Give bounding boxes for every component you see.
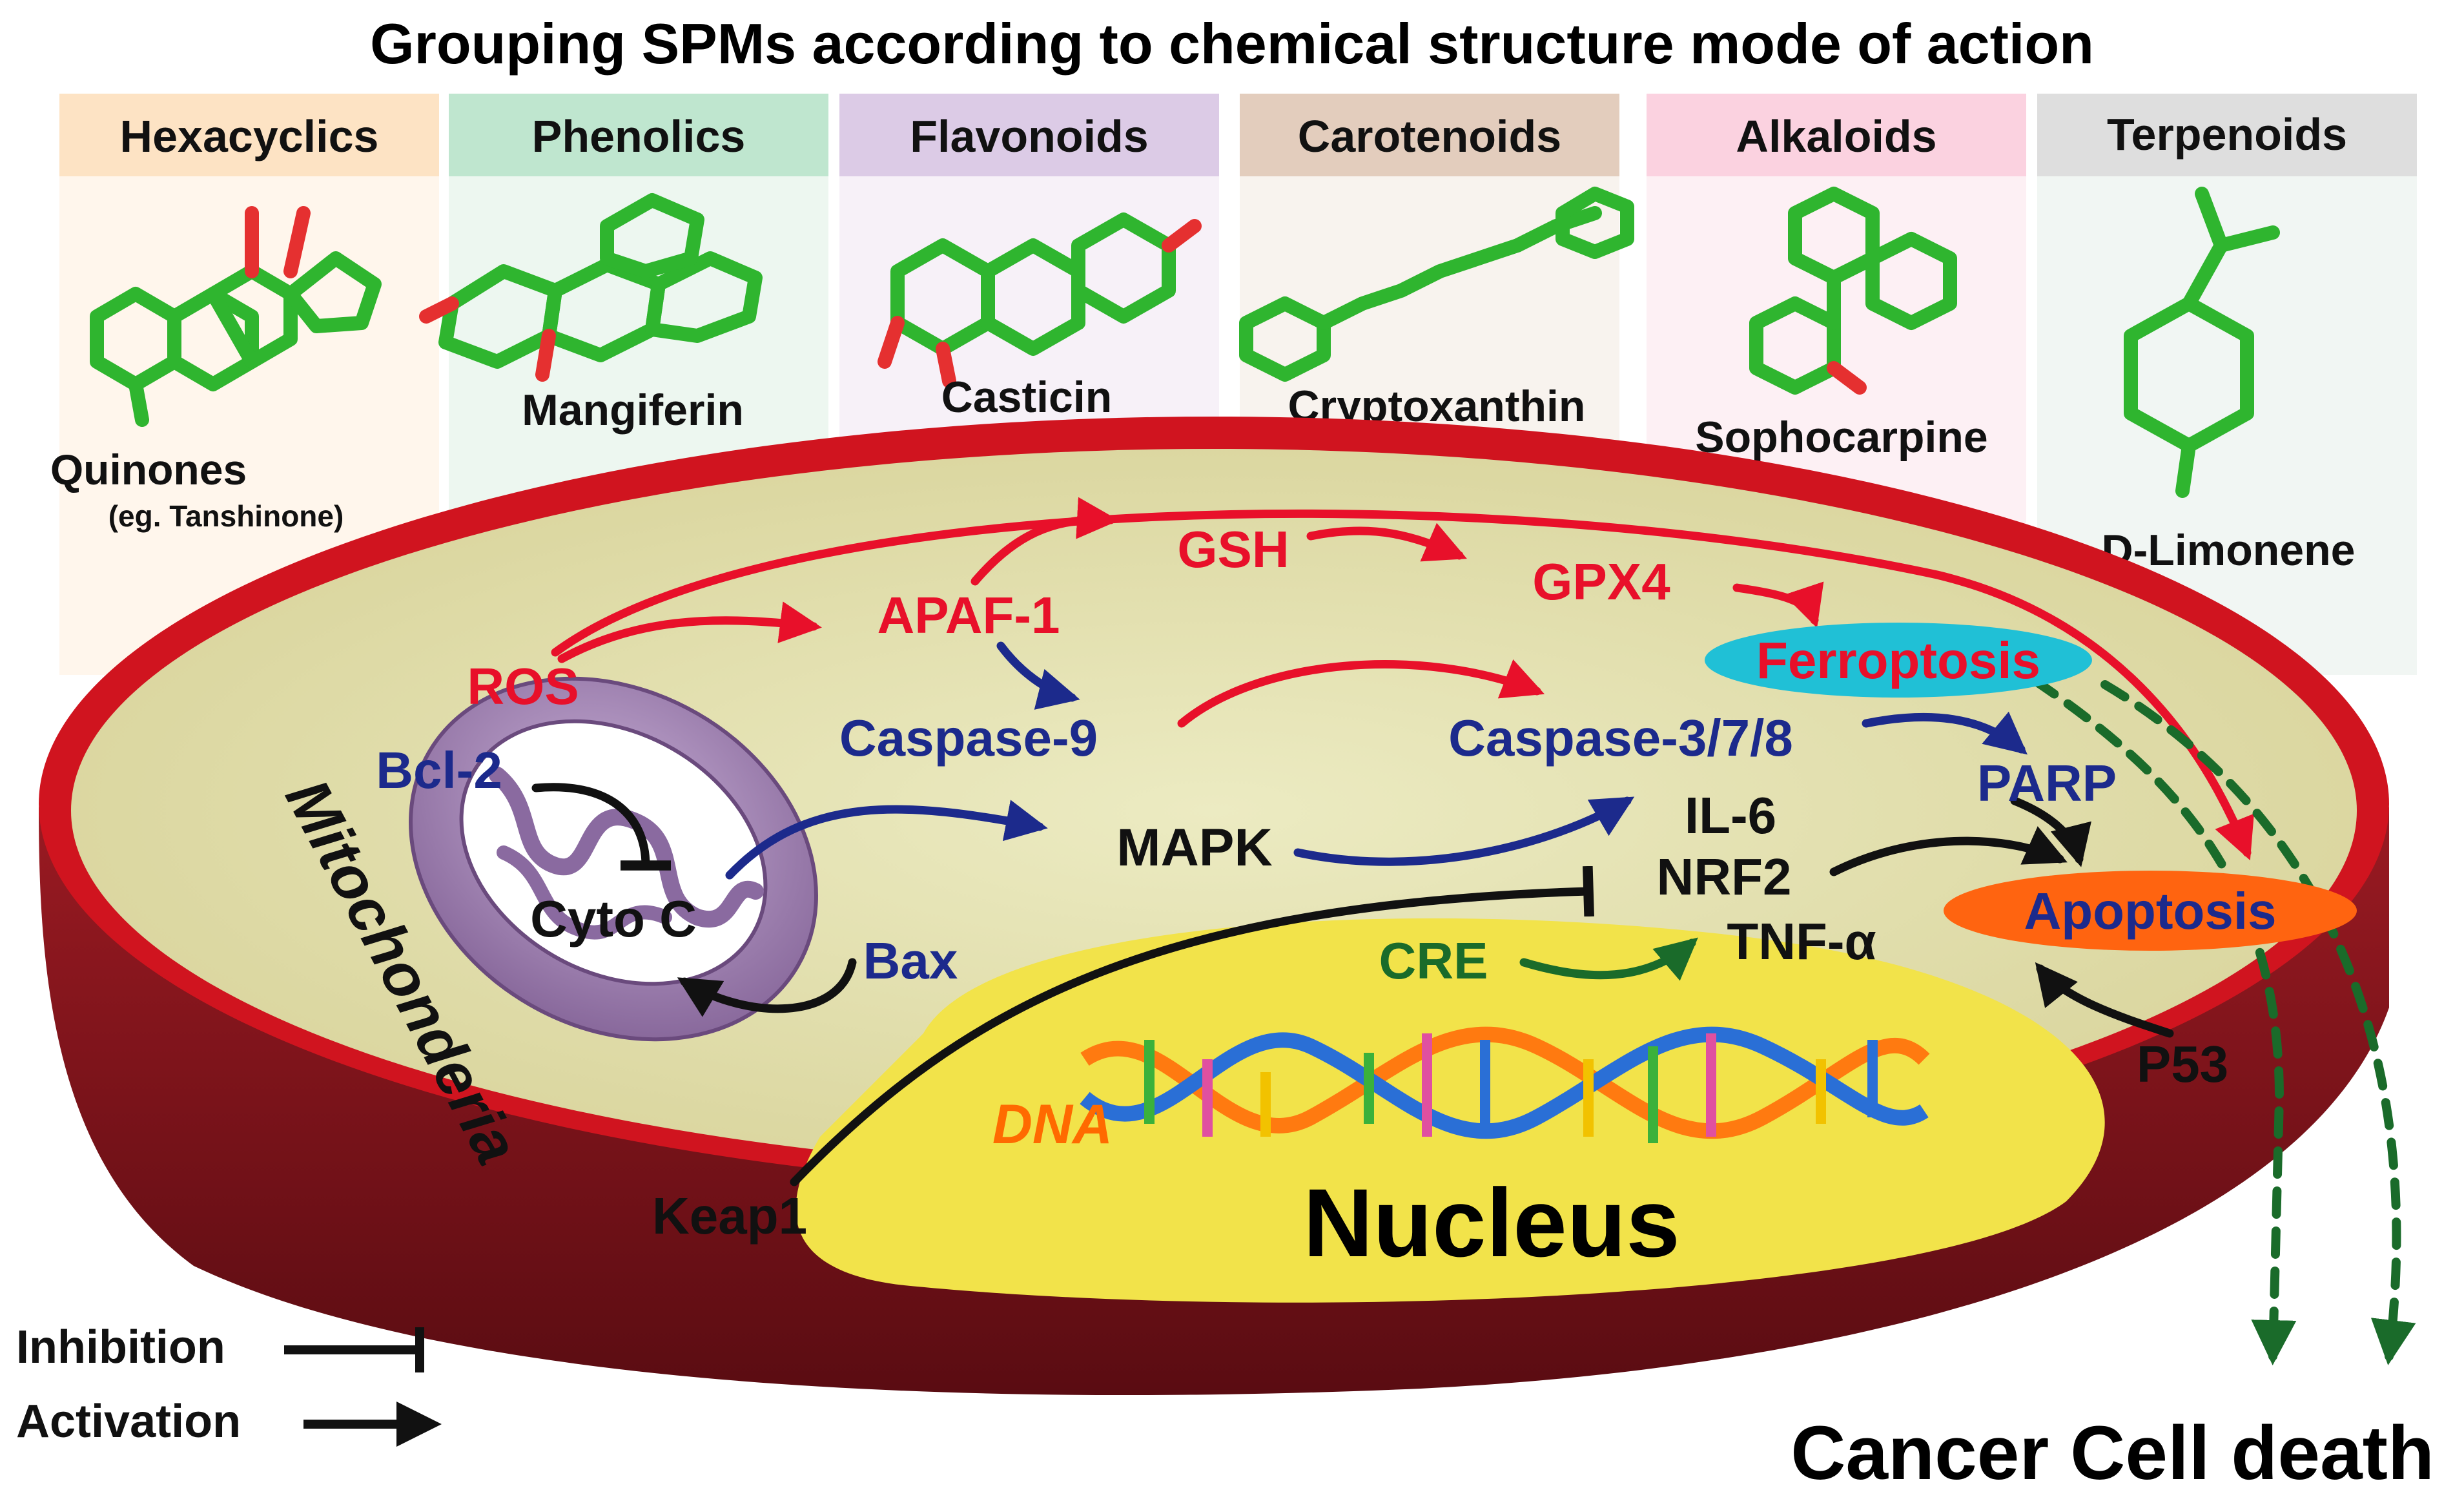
- casticin-molecule-icon: [878, 212, 1202, 388]
- tnfa-label: TNF-α: [1727, 913, 1876, 970]
- legend-activation-label: Activation: [16, 1396, 241, 1447]
- apoptosis-label: Apoptosis: [2024, 882, 2276, 940]
- nucleus-region: [796, 918, 2105, 1303]
- bax-label: Bax: [863, 932, 958, 989]
- ros-label: ROS: [467, 657, 579, 715]
- mapk-label: MAPK: [1116, 818, 1272, 877]
- sophocarpine-molecule-icon: [1749, 187, 1957, 395]
- cytoc-label: Cyto C: [530, 890, 697, 947]
- ferroptosis-label: Ferroptosis: [1756, 632, 2040, 689]
- cancer-cell-death-label: Cancer Cell death: [1791, 1411, 2434, 1496]
- compound-name: Casticin: [941, 373, 1113, 422]
- legend-inhibition-label: Inhibition: [16, 1321, 225, 1373]
- category-label: Terpenoids: [2107, 109, 2347, 160]
- cre-label: CRE: [1379, 932, 1488, 989]
- category-label: Phenolics: [532, 111, 746, 161]
- figure-title: Grouping SPMs according to chemical stru…: [370, 12, 2094, 76]
- bcl2-label: Bcl-2: [376, 741, 502, 799]
- pathway-arrows: [531, 497, 2416, 1365]
- category-label: Alkaloids: [1736, 111, 1936, 161]
- dna-helix-icon: [1080, 1026, 1930, 1143]
- keap1-label: Keap1: [652, 1187, 807, 1245]
- nucleus-label: Nucleus: [1303, 1168, 1680, 1277]
- compound-name: D-Limonene: [2102, 526, 2356, 575]
- pathway-labels: ROS APAF-1 GSH GPX4 Ferroptosis Caspase-…: [376, 521, 2276, 1245]
- il6-label: IL-6: [1685, 787, 1776, 844]
- category-label: Carotenoids: [1298, 111, 1561, 161]
- nrf2-label: NRF2: [1657, 848, 1792, 906]
- gsh-label: GSH: [1177, 521, 1289, 578]
- compound-name: Mangiferin: [522, 386, 744, 435]
- quinone-molecule-icon: [90, 206, 382, 427]
- mangiferin-molecule-icon: [419, 193, 763, 382]
- limonene-molecule-icon: [2124, 187, 2280, 498]
- compound-note: (eg. Tanshinone): [108, 499, 344, 533]
- legend: Inhibition Activation: [16, 1321, 442, 1447]
- category-label: Hexacyclics: [120, 111, 379, 161]
- cryptoxanthin-molecule-icon: [1239, 187, 1634, 382]
- gpx4-label: GPX4: [1532, 553, 1670, 610]
- parp-label: PARP: [1977, 754, 2117, 812]
- ferroptosis-node: [1705, 623, 2092, 698]
- caspase378-label: Caspase-3/7/8: [1448, 709, 1793, 767]
- compound-name: Quinones: [50, 446, 247, 493]
- caspase9-label: Caspase-9: [839, 709, 1098, 767]
- category-label: Flavonoids: [910, 111, 1148, 161]
- apoptosis-node: [1944, 871, 2357, 951]
- p53-label: P53: [2137, 1035, 2228, 1093]
- apaf1-label: APAF-1: [878, 586, 1060, 644]
- compound-name: Sophocarpine: [1695, 413, 1987, 462]
- dna-label: DNA: [992, 1093, 1113, 1155]
